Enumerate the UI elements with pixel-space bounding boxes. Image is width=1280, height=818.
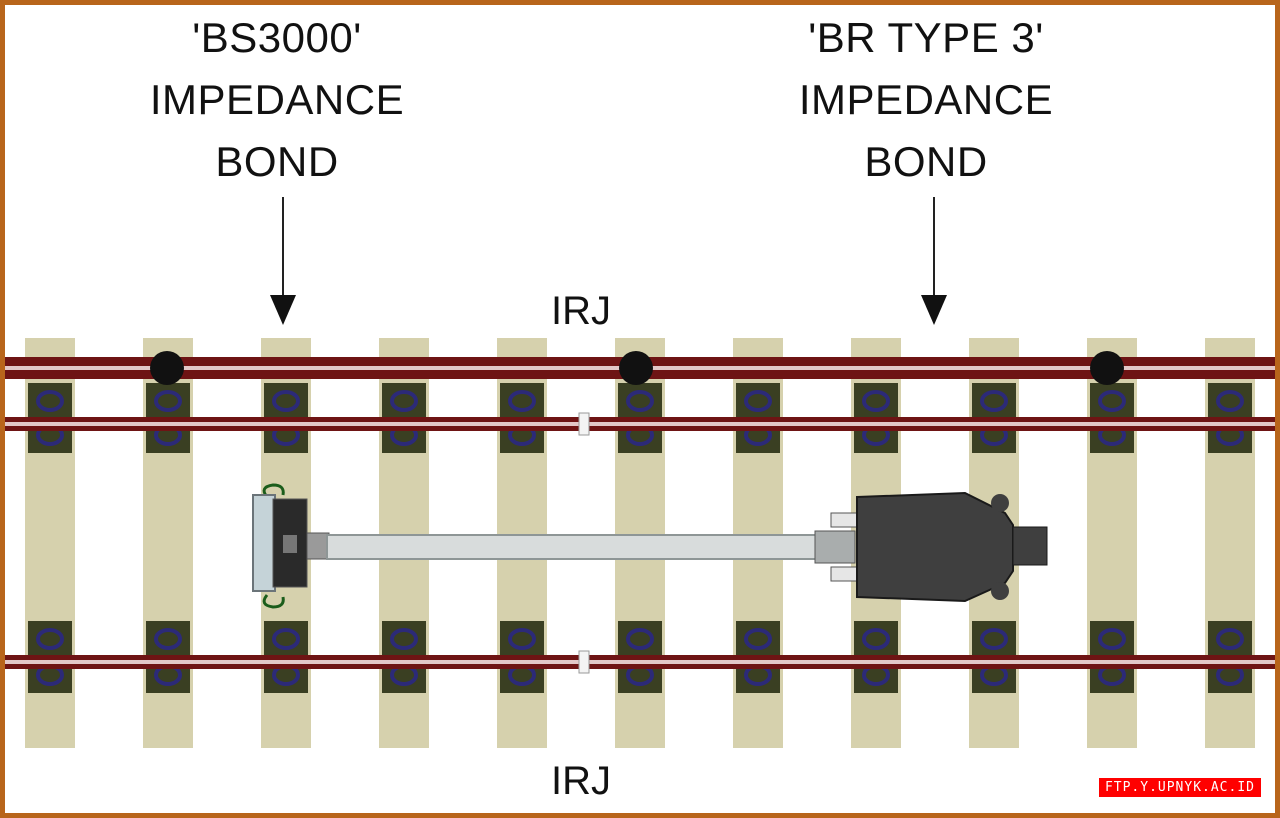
rail-clip	[972, 383, 1016, 419]
bond-connecting-bar	[326, 534, 820, 560]
rail-clip	[1090, 621, 1134, 657]
bs3000-label-line: BOND	[215, 138, 339, 185]
watermark: FTP.Y.UPNYK.AC.ID	[1098, 778, 1261, 797]
arrow-right	[921, 197, 947, 325]
rails	[5, 351, 1275, 674]
clip-ring	[508, 628, 536, 650]
clip-ring	[862, 628, 890, 650]
bs3000-label-line: 'BS3000'	[192, 14, 362, 61]
clip-ring	[980, 628, 1008, 650]
rail-highlight	[5, 660, 1275, 664]
br-type-3-bond-label: 'BR TYPE 3' IMPEDANCE BOND	[746, 7, 1106, 193]
clip-ring	[154, 628, 182, 650]
clip-ring	[272, 628, 300, 650]
rail-clip	[736, 383, 780, 419]
clip-ring	[1098, 628, 1126, 650]
clip-ring	[744, 628, 772, 650]
irj-joint	[578, 650, 590, 674]
irj-top-label: IRJ	[551, 289, 611, 333]
clip-ring	[1098, 390, 1126, 412]
rail-clip	[618, 383, 662, 419]
rail-clip	[146, 383, 190, 419]
clip-ring	[744, 390, 772, 412]
clip-ring	[154, 390, 182, 412]
clip-ring	[508, 390, 536, 412]
arrow-left	[270, 197, 296, 325]
bs3000-label-line: IMPEDANCE	[149, 76, 405, 123]
clip-ring	[272, 390, 300, 412]
clip-ring	[390, 628, 418, 650]
clip-ring	[36, 628, 64, 650]
clip-ring	[626, 628, 654, 650]
br-type-3-label-line: IMPEDANCE	[798, 76, 1054, 123]
rail-bond-dot	[1090, 351, 1124, 385]
rail-clip	[28, 621, 72, 657]
clip-ring	[1216, 628, 1244, 650]
rail-clip	[1090, 383, 1134, 419]
rail-clip	[618, 621, 662, 657]
br-type-3-label-line: 'BR TYPE 3'	[808, 14, 1044, 61]
rail-clip	[382, 383, 426, 419]
clip-ring	[36, 390, 64, 412]
rail-clip	[1208, 621, 1252, 657]
rail-clip	[1208, 383, 1252, 419]
br-type-3-bond	[814, 491, 1048, 603]
track-diagram	[5, 197, 1275, 748]
rail-clip	[146, 621, 190, 657]
rail-clip	[500, 621, 544, 657]
rail-clip	[28, 383, 72, 419]
clip-ring	[980, 390, 1008, 412]
rail-highlight	[5, 422, 1275, 426]
bs3000-bond-label: 'BS3000' IMPEDANCE BOND	[97, 7, 457, 193]
clip-ring	[626, 390, 654, 412]
rail-clip	[382, 621, 426, 657]
rail-clip	[264, 621, 308, 657]
rail-clip	[264, 383, 308, 419]
irj-joint	[578, 412, 590, 436]
clip-ring	[862, 390, 890, 412]
clip-ring	[390, 390, 418, 412]
irj-bottom-label: IRJ	[551, 759, 611, 803]
rail-clip	[854, 383, 898, 419]
rail-clip	[500, 383, 544, 419]
rail-clip	[972, 621, 1016, 657]
br-type-3-label-line: BOND	[864, 138, 988, 185]
rail-clip	[854, 621, 898, 657]
rail-bond-dot	[619, 351, 653, 385]
rail-bond-dot	[150, 351, 184, 385]
clip-ring	[1216, 390, 1244, 412]
rail-clip	[736, 621, 780, 657]
